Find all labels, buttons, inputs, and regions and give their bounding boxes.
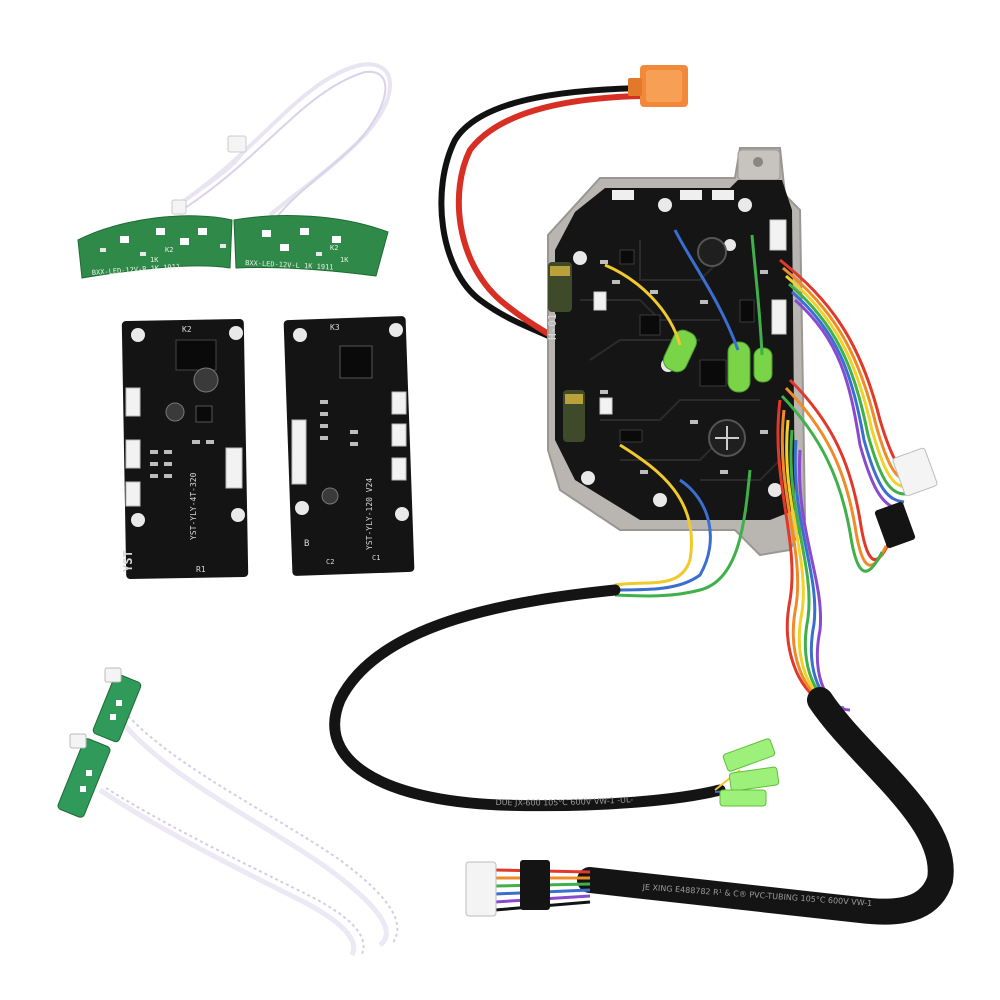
board-silkscreen: H-01: [546, 314, 559, 341]
main-controller-board: H-01: [546, 147, 807, 557]
led-mark-4: 1K: [340, 256, 349, 264]
sensor-left-mark-1: K2: [182, 325, 192, 334]
hall-cable: DUE JX-600 105°C 600V VW-1 -UL-: [329, 584, 780, 812]
sensor-board-left: YST YST-YLY-4T-320 K2 R1: [121, 319, 249, 579]
sensor-right-mark-3: C1: [372, 554, 380, 562]
led-mark-2: 1K: [150, 256, 159, 264]
xt60-connector: [628, 65, 688, 107]
led-mark-3: K2: [330, 244, 338, 252]
ir-sensor-boards: [57, 667, 399, 957]
hall-sensor-inductors: [663, 329, 773, 393]
power-wires: [438, 65, 688, 363]
sensor-right-label: YST-YLY-120 V24: [365, 478, 374, 550]
sensor-right-mark-1: K3: [330, 323, 340, 332]
sensor-board-right: YST-YLY-120 V24 K3 B C1 C2: [283, 316, 415, 576]
sensor-right-mark-4: C2: [326, 558, 334, 566]
sensor-left-label: YST-YLY-4T-320: [189, 472, 198, 540]
led-mark-1: K2: [165, 246, 173, 254]
led-boards: BXX-LED-12V-R 1K 1911 BXX-LED-12V-L 1K 1…: [77, 62, 392, 279]
ribbon-cables: [776, 258, 921, 712]
hall-wires: [614, 443, 752, 598]
sensor-right-mark-2: B: [304, 539, 309, 549]
sensor-left-mark-2: R1: [196, 565, 206, 574]
capacitors: [548, 237, 746, 457]
spade-connectors: [719, 738, 780, 807]
sensor-left-logo: YST: [121, 550, 135, 572]
ribbon-connectors: [874, 447, 938, 549]
